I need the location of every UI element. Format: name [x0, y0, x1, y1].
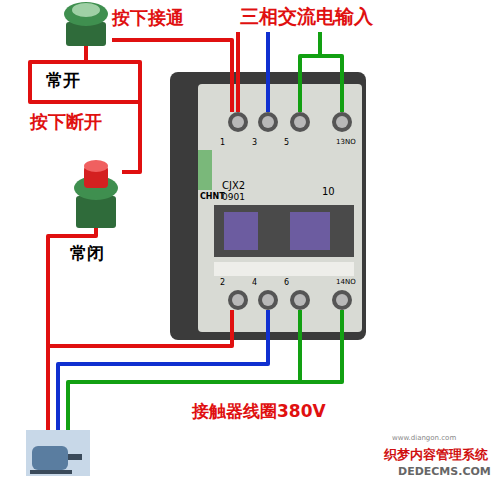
button-caption: 按下接通	[112, 8, 184, 29]
brand-name: CHNT	[200, 192, 225, 201]
button-caption: 按下断开	[30, 112, 102, 133]
watermark: DEDECMS.COM	[398, 466, 491, 479]
brand-strip	[198, 150, 212, 190]
terminal-number: 2	[220, 278, 225, 287]
red-wire	[48, 228, 232, 346]
purple-button	[290, 212, 330, 250]
model-name: CJX2	[222, 180, 245, 192]
terminal-number: 4	[252, 278, 257, 287]
red-wire	[236, 32, 240, 112]
contact-type: 常开	[44, 71, 82, 91]
normally-closed-button	[74, 160, 118, 228]
blue-wire	[266, 32, 270, 112]
motor-symbol	[26, 430, 90, 476]
green-wire	[318, 32, 322, 56]
model-number: 0901	[222, 192, 245, 202]
green-wire	[300, 310, 342, 382]
coil-label: 接触器线圈380V	[192, 402, 326, 422]
watermark: 织梦内容管理系统	[384, 448, 488, 463]
terminal-number: 6	[284, 278, 289, 287]
red-wire	[30, 46, 140, 102]
contactor-body	[170, 72, 366, 340]
wires	[30, 32, 342, 432]
purple-button	[224, 212, 258, 250]
terminal-number: 3	[252, 138, 257, 147]
watermark: www.diangon.com	[392, 434, 456, 442]
terminal-number: 1	[220, 138, 225, 147]
terminal-number: 5	[284, 138, 289, 147]
heading-label: 三相交流电输入	[240, 6, 373, 28]
contact-type: 常闭	[70, 244, 104, 264]
contactor-face	[198, 84, 362, 332]
contact-code: 10	[322, 186, 335, 198]
red-wire	[122, 102, 140, 172]
bottom-terminals	[228, 290, 352, 310]
terminal-number: 13NO	[336, 138, 356, 146]
top-terminals	[228, 112, 352, 132]
label-strip	[214, 262, 354, 276]
red-wire	[46, 346, 50, 432]
normally-open-button	[64, 2, 108, 46]
terminal-number: 14NO	[336, 278, 356, 286]
button-panel	[214, 205, 354, 257]
green-wire	[300, 56, 342, 112]
